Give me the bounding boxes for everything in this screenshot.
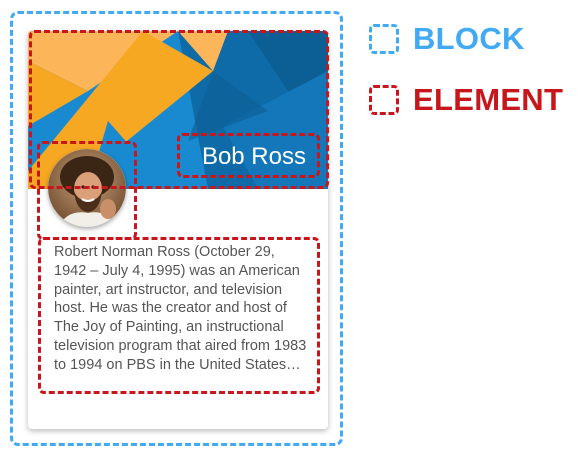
legend-element: ELEMENT — [369, 82, 563, 118]
element-outline-avatar — [37, 141, 137, 240]
card-description: Robert Norman Ross (October 29, 1942 – J… — [54, 244, 307, 373]
element-outline-header — [29, 30, 329, 189]
block-swatch-icon — [369, 24, 399, 54]
element-swatch-icon — [369, 85, 399, 115]
card-title: Bob Ross — [201, 143, 306, 170]
legend-block-label: BLOCK — [413, 21, 525, 56]
element-outline-description — [38, 237, 320, 394]
legend-block: BLOCK — [369, 21, 525, 57]
element-outline-title — [177, 133, 320, 178]
profile-card: Bob Ross — [28, 31, 328, 429]
legend-element-label: ELEMENT — [413, 82, 564, 117]
block-outline — [10, 11, 343, 446]
